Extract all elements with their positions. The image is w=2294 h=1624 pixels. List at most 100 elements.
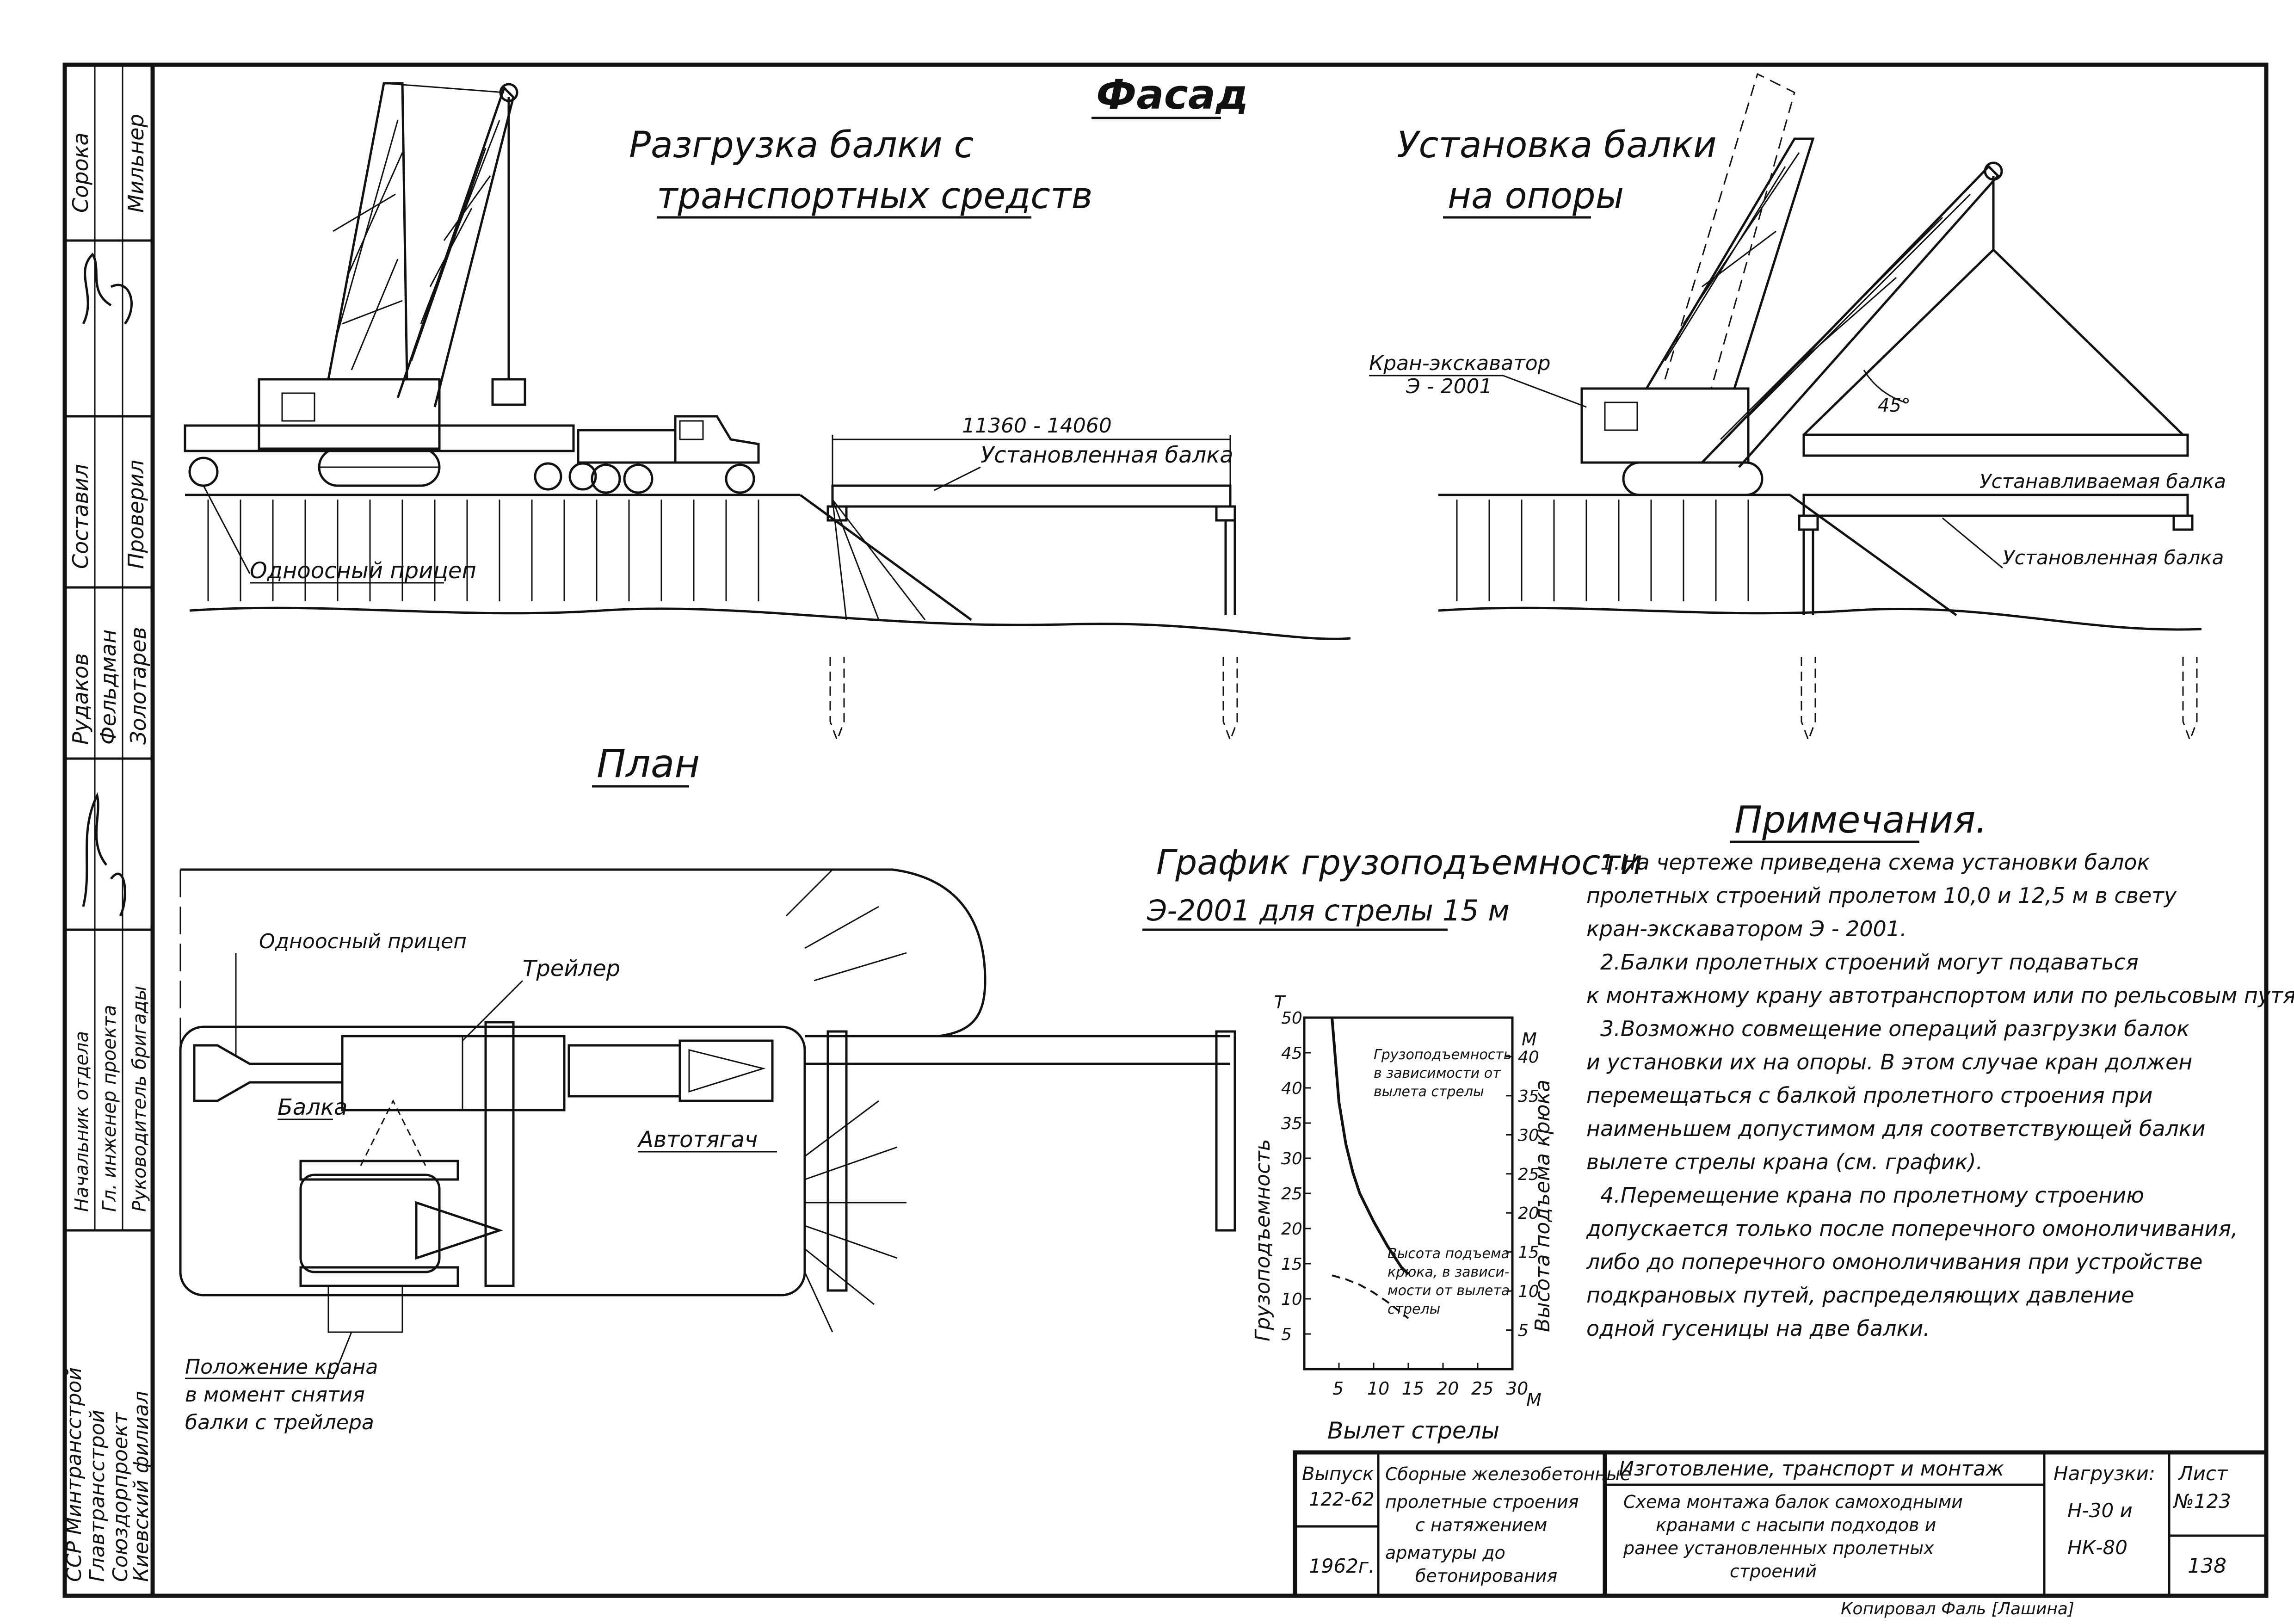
tb-section-title: Изготовление, транспорт и монтаж [1619, 1457, 2004, 1481]
note-line: наименьшем допустимом для соответствующе… [1586, 1116, 2205, 1141]
excavator-tracks [1622, 461, 1764, 496]
tb-year: 1962г. [1309, 1555, 1375, 1577]
crane-position-3: балки с трейлера [185, 1411, 374, 1434]
span-dimension: 11360 - 14060 [962, 414, 1112, 438]
tb-series-4: арматуры до [1385, 1543, 1505, 1563]
note-line: кран-экскаватором Э - 2001. [1586, 916, 1907, 941]
x-tick-label: 10 [1367, 1378, 1389, 1399]
label-single-axle-trailer: Одноосный прицеп [250, 558, 476, 584]
y-left-tick-label: 45 [1281, 1044, 1302, 1063]
note-line: 3.Возможно совмещение операций разгрузки… [1600, 1016, 2189, 1041]
note-line: одной гусеницы на две балки. [1586, 1316, 1930, 1341]
tb-copied: Копировал Фаль [Лашина] [1841, 1599, 2074, 1618]
y-right-tick-label: 5 [1518, 1321, 1529, 1340]
facade-heading: Фасад [1096, 71, 1248, 118]
unloading-title-1: Разгрузка балки с [629, 124, 974, 166]
y-right-tick-label: 25 [1518, 1165, 1539, 1184]
beam-being-set [1802, 433, 2189, 457]
sling-angle: 45° [1878, 395, 1911, 416]
note-line: допускается только после поперечного омо… [1586, 1216, 2238, 1241]
stamp-name-feldman: Фельдман [96, 630, 121, 745]
note-line: 2.Балки пролетных строений могут подават… [1600, 950, 2139, 975]
crane-position-1: Положение крана [185, 1355, 378, 1379]
note-line: 1.На чертеже приведена схема установки б… [1600, 850, 2150, 875]
stamp-role-chief-engineer: Гл. инженер проекта [99, 1005, 120, 1212]
stamp-role-composed: Составил [68, 464, 93, 569]
x-tick-label: 20 [1437, 1378, 1459, 1399]
tb-drawing-title-4: строений [1730, 1561, 1817, 1581]
tb-series-5: бетонирования [1415, 1566, 1557, 1586]
beam-plan [193, 1044, 344, 1102]
tb-load-1: Н-30 и [2067, 1499, 2133, 1522]
annot-height-1: Высота подъема [1388, 1246, 1510, 1262]
label-installed-beam-2: Установленная балка [2003, 546, 2224, 569]
crane-cab [258, 378, 441, 450]
y-left-tick-label: 50 [1281, 1009, 1302, 1028]
installation-title-1: Установка балки [1397, 124, 1717, 166]
y-right-tick-label: 40 [1518, 1048, 1539, 1067]
y-left-tick-label: 30 [1281, 1149, 1302, 1168]
side-stamp: Сорока Мильнер Составил Проверил Рудаков… [62, 65, 153, 1582]
label-installed-beam-1: Установленная балка [980, 442, 1233, 468]
crane-plan-body [299, 1173, 441, 1273]
excavator-tower [1645, 137, 1815, 389]
plan-label-beam: Балка [278, 1094, 347, 1120]
chart-left-unit: Т [1274, 992, 1286, 1013]
notes-block: 1.На чертеже приведена схема установки б… [1586, 850, 2294, 1341]
y-left-tick-label: 40 [1281, 1079, 1302, 1098]
chart-heading-1: График грузоподъемности [1156, 843, 1642, 883]
embankment-outline [180, 868, 987, 1037]
tb-series-3: с натяжением [1415, 1515, 1547, 1535]
installed-beam-right [1802, 494, 2189, 517]
chart-y-label-left: Грузоподъемность [1251, 1139, 1275, 1341]
tb-sheet-no: №123 [2173, 1490, 2231, 1513]
crane-position-2: в момент снятия [185, 1383, 365, 1407]
signature-mark-2 [82, 792, 126, 917]
y-right-tick-label: 10 [1518, 1282, 1539, 1301]
annot-capacity-2: в зависимости от [1374, 1065, 1501, 1081]
annot-height-3: мости от вылета [1388, 1283, 1510, 1299]
tb-issue-no: 122-62 [1309, 1489, 1375, 1510]
x-tick-label: 25 [1471, 1378, 1493, 1399]
single-axle-trailer [184, 424, 575, 452]
y-right-tick-label: 35 [1518, 1087, 1539, 1106]
y-left-tick-label: 35 [1281, 1114, 1302, 1133]
plan-view: Одноосный прицеп Трейлер Балка Автотягач… [179, 868, 1236, 1434]
x-tick-label: 5 [1332, 1378, 1344, 1399]
embankment-slope [799, 494, 972, 621]
note-line: вылете стрелы крана (см. график). [1586, 1149, 1983, 1174]
stamp-name-milner: Мильнер [123, 114, 148, 213]
y-left-tick-label: 5 [1281, 1325, 1292, 1344]
pile-left [829, 657, 845, 742]
title-block: Выпуск 122-62 1962г. Сборные железобетон… [1293, 1450, 2269, 1618]
excavator-cab [1580, 387, 1750, 464]
stamp-role-checked: Проверил [123, 460, 148, 569]
y-left-tick-label: 15 [1281, 1255, 1302, 1274]
tb-series-2: пролетные строения [1385, 1492, 1579, 1512]
trailer-cross-beam [484, 1021, 515, 1287]
label-beam-being-set: Устанавливаемая балка [1980, 470, 2226, 493]
crane-label-2: Э - 2001 [1406, 375, 1492, 398]
note-line: перемещаться с балкой пролетного строени… [1586, 1083, 2152, 1108]
plan-label-single-trailer: Одноосный прицеп [259, 930, 467, 953]
sheet-frame [62, 62, 2269, 1598]
annot-height-4: стрелы [1388, 1301, 1440, 1317]
stamp-role-team-lead: Руководитель бригады [129, 986, 150, 1212]
note-line: и установки их на опоры. В этом случае к… [1586, 1050, 2192, 1074]
installation-title-2: на опоры [1448, 175, 1624, 217]
tractor-plan [567, 1044, 681, 1098]
tb-drawing-title-1: Схема монтажа балок самоходными [1623, 1492, 1963, 1512]
stamp-name-zolotarev: Золотарев [126, 627, 151, 745]
installation-scene: 45° Кран-экскаватор Э - 2001 Устанавлива… [1369, 73, 2226, 742]
stamp-org-4: Киевский филиал [130, 1391, 153, 1582]
roadway-plan [179, 1025, 806, 1297]
crane-boom [396, 86, 515, 408]
note-line: подкрановых путей, распределяющих давлен… [1586, 1283, 2134, 1308]
sling-ropes [1803, 249, 2184, 436]
chart-series [1331, 1017, 1410, 1319]
tb-load-2: НК-80 [2067, 1536, 2128, 1559]
